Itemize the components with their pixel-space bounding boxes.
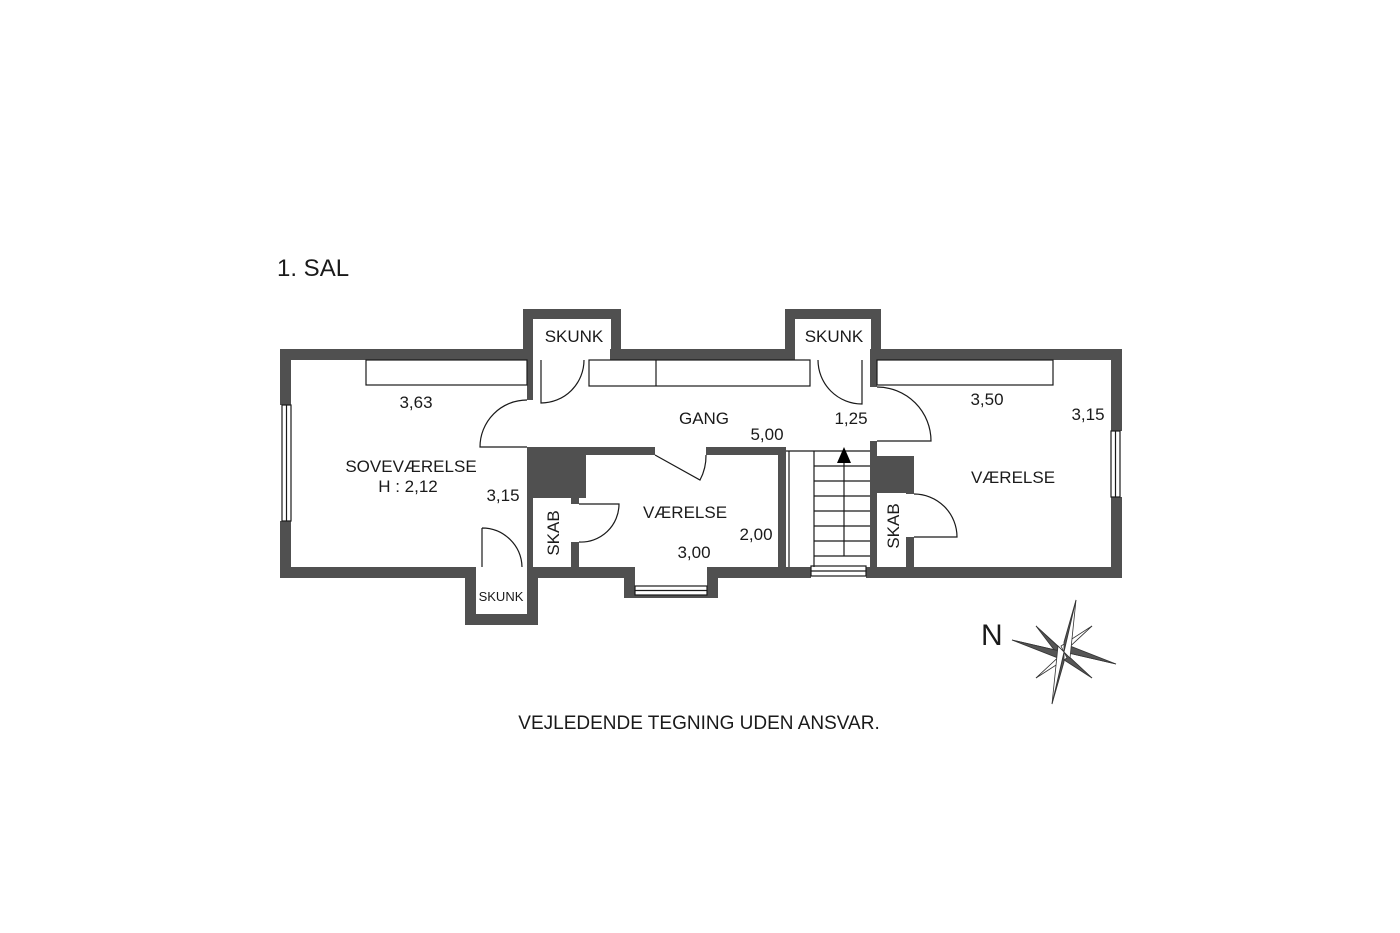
door-center-room[interactable] (654, 454, 707, 481)
wall-right-room-top (870, 360, 877, 387)
wall-inner-1a (527, 360, 533, 400)
label-bedroom-height: H : 2,12 (378, 477, 438, 496)
label-closet-right: SKAB (884, 503, 903, 548)
dim-center-room-width: 3,00 (677, 543, 710, 562)
dim-bedroom-depth: 3,15 (486, 486, 519, 505)
floor-title: 1. SAL (277, 255, 349, 282)
label-closet-center: SKAB (544, 510, 563, 555)
dim-hall-length: 5,00 (750, 425, 783, 444)
wall-skunk-b-right (527, 567, 538, 625)
wall-center-right (778, 447, 786, 567)
label-right-room: VÆRELSE (971, 468, 1055, 487)
wall-right-2 (1111, 497, 1122, 578)
wall-left-1 (280, 349, 291, 405)
wall-skunk-tr-right (871, 309, 881, 360)
wall-hall-bottom-1 (586, 447, 655, 455)
label-skunk-top-left: SKUNK (545, 327, 604, 346)
door-closet-center[interactable] (578, 503, 620, 543)
wall-skunk-tl-top (523, 309, 621, 319)
wall-closet-c-right-2 (571, 542, 579, 567)
wall-stairs-right (870, 441, 877, 567)
wall-bottom-2 (527, 567, 627, 578)
wall-skunk-tl-right (611, 309, 621, 360)
slope-line-bedroom (365, 359, 528, 386)
wall-inner-1b (527, 447, 533, 567)
wall-left-2 (280, 521, 291, 578)
label-skunk-top-right: SKUNK (805, 327, 864, 346)
stairs (786, 450, 870, 567)
wall-closet-c-right-1 (571, 498, 579, 504)
slope-line-right-room (876, 359, 1054, 386)
walls (280, 309, 1122, 625)
dim-right-room-width: 3,50 (970, 390, 1003, 409)
room-labels: SKUNK SKUNK SKUNK 3,63 SOVEVÆRELSE H : 2… (345, 327, 1104, 604)
wall-skunk-b-left (465, 567, 476, 625)
wall-right-1 (1111, 349, 1122, 431)
door-skunk-bottom[interactable] (481, 527, 523, 568)
label-bedroom: SOVEVÆRELSE (345, 457, 476, 476)
door-skunk-top-left[interactable] (540, 359, 585, 404)
wall-skunk-tr-top (785, 309, 881, 319)
label-center-room: VÆRELSE (643, 503, 727, 522)
wall-bottom-4 (866, 567, 1122, 578)
wall-hall-bottom-2 (706, 447, 786, 455)
wall-bottom-1 (280, 567, 466, 578)
wall-closet-r-right-2 (906, 537, 914, 567)
door-closet-right[interactable] (913, 493, 958, 538)
wall-bay-right (707, 567, 718, 598)
stairs-direction-arrow (837, 447, 851, 463)
door-bedroom[interactable] (479, 399, 528, 448)
wall-block-left (533, 447, 586, 498)
wall-skunk-b-bottom (465, 614, 538, 625)
door-skunk-top-right[interactable] (817, 359, 863, 405)
dim-right-room-depth: 3,15 (1071, 405, 1104, 424)
wall-top-1 (280, 349, 530, 360)
slope-line-hall (588, 359, 811, 387)
wall-skunk-tr-left (785, 309, 795, 360)
disclaimer: VEJLEDENDE TEGNING UDEN ANSVAR. (518, 713, 879, 734)
dim-center-room-depth: 2,00 (739, 525, 772, 544)
dim-hall-width: 1,25 (834, 409, 867, 428)
label-hall: GANG (679, 409, 729, 428)
wall-skunk-tl-left (523, 309, 533, 360)
wall-bay-left (624, 567, 635, 598)
compass-icon (1011, 599, 1117, 705)
wall-bottom-3 (707, 567, 811, 578)
wall-top-3 (870, 349, 1122, 360)
compass-north-label: N (981, 619, 1003, 652)
plan-lines (281, 359, 1121, 596)
label-skunk-bottom: SKUNK (479, 589, 524, 604)
dim-bedroom-width: 3,63 (399, 393, 432, 412)
wall-closet-r-right-1 (906, 456, 914, 494)
wall-top-2 (610, 349, 795, 360)
door-right-room[interactable] (876, 386, 932, 442)
compass-rose: N (981, 599, 1117, 705)
